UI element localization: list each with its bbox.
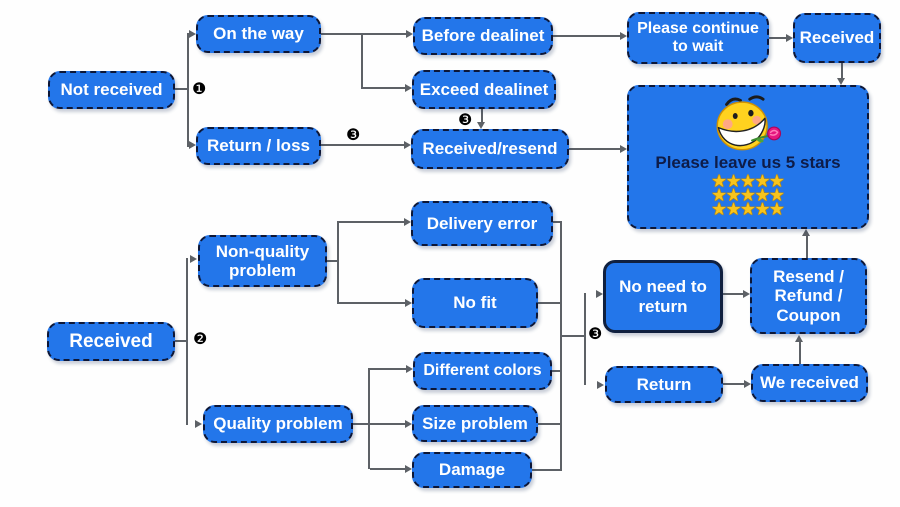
arrow-down-received-resend-icon [477, 122, 485, 129]
arrow-to-size-problem-icon [405, 420, 412, 428]
node-on-the-way: On the way [196, 15, 321, 53]
smiley-with-rose-icon [716, 95, 782, 151]
node-received-top: Received [793, 13, 881, 63]
connector-collector [560, 221, 562, 471]
connector-to-damage [370, 468, 405, 470]
connector-noneed-resend [723, 293, 743, 295]
arrow-to-resend-icon [743, 290, 750, 298]
connector-to-different-colors [370, 368, 406, 370]
node-damage: Damage [412, 452, 532, 488]
node-return-loss: Return / loss [196, 127, 321, 165]
arrow-right-stars-icon [620, 145, 627, 153]
connector-no-fit-out [538, 302, 562, 304]
connector-receivedresend-stars [569, 148, 620, 150]
node-different-colors: Different colors [413, 352, 552, 390]
connector-to-size-problem [370, 423, 405, 425]
arrow-to-exceed-dealinet-icon [405, 84, 412, 92]
connector-size-problem-out [538, 423, 562, 425]
connector-delivery-error-out [553, 221, 562, 223]
connector-nonquality-fork [337, 221, 339, 304]
connector-different-colors-out [552, 370, 562, 372]
arrow-to-no-fit-icon [405, 299, 412, 307]
node-not-received: Not received [48, 71, 175, 109]
connector-nonquality-stub [327, 260, 339, 262]
connector-resend-stars [806, 236, 808, 258]
arrow-to-return-icon [597, 381, 604, 389]
connector-collector-fork [560, 335, 585, 337]
node-no-fit: No fit [412, 278, 538, 328]
arrow-to-please-continue-icon [620, 32, 627, 40]
node-received-left: Received [47, 322, 175, 361]
node-we-received: We received [751, 364, 868, 402]
node-received-resend: Received/resend [411, 129, 569, 169]
connector-wereceived-resend [799, 342, 801, 364]
node-no-need-to-return: No need to return [603, 260, 723, 333]
node-quality-problem: Quality problem [203, 405, 353, 443]
connector-returnloss-receivedresend [321, 144, 404, 146]
star-row-1: ★★★★★ [712, 172, 785, 190]
connector-to-delivery-error [339, 221, 404, 223]
node-size-problem: Size problem [412, 405, 538, 442]
arrow-to-received-resend-icon [404, 141, 411, 149]
connector-quality-fork [368, 368, 370, 469]
step-marker-3b: ❸ [458, 112, 473, 129]
node-please-continue: Please continue to wait [627, 12, 769, 64]
connector-exceed-receivedresend [481, 109, 483, 123]
connector-ontheway-branch [361, 34, 363, 88]
connector-pleasecontinue-received [769, 37, 786, 39]
node-non-quality-problem: Non-quality problem [198, 235, 327, 287]
arrow-to-delivery-error-icon [404, 218, 411, 226]
node-return: Return [605, 366, 723, 403]
arrow-to-return-loss-icon [189, 141, 196, 149]
arrow-to-quality-problem-icon [195, 420, 202, 428]
star-row-3: ★★★★★ [712, 200, 785, 218]
arrow-to-damage-icon [405, 465, 412, 473]
connector-received-left-stub [175, 340, 186, 342]
arrow-to-non-quality-icon [190, 255, 197, 263]
connector-ontheway-exceed [361, 87, 405, 89]
arrow-to-we-received-icon [744, 380, 751, 388]
connector-quality-stub [353, 423, 369, 425]
connector-received-stars [841, 63, 843, 79]
connector-received-left-branch [186, 258, 188, 425]
arrow-up-stars-icon [802, 229, 810, 236]
connector-to-no-fit [339, 302, 405, 304]
connector-before-pleasecontinue [553, 35, 620, 37]
connector-damage-out [532, 469, 562, 471]
stars-caption: Please leave us 5 stars [655, 153, 841, 172]
arrow-down-stars-icon [837, 78, 845, 85]
node-resend-refund-coupon: Resend / Refund / Coupon [750, 258, 867, 334]
star-row-2: ★★★★★ [712, 186, 785, 204]
node-before-dealinet: Before dealinet [413, 17, 553, 55]
connector-not-received-stub [175, 88, 189, 90]
step-marker-3c: ❸ [588, 326, 603, 343]
arrow-up-resend-icon [795, 335, 803, 342]
connector-ontheway-before [321, 33, 406, 35]
step-marker-1: ❶ [192, 81, 207, 98]
connector-return-wereceived [723, 383, 744, 385]
connector-not-received-branch [187, 33, 189, 147]
arrow-to-received-top-icon [786, 34, 793, 42]
node-delivery-error: Delivery error [411, 201, 553, 246]
step-marker-2: ❷ [193, 331, 208, 348]
step-marker-3a: ❸ [346, 127, 361, 144]
arrow-to-different-colors-icon [406, 365, 413, 373]
leave-five-stars-box: Please leave us 5 stars ★★★★★ ★★★★★ ★★★★… [627, 85, 869, 229]
connector-fork2 [584, 293, 586, 385]
arrow-to-on-the-way-icon [189, 30, 196, 38]
arrow-to-no-need-icon [596, 290, 603, 298]
node-exceed-dealinet: Exceed dealinet [412, 70, 556, 109]
arrow-to-before-dealinet-icon [406, 30, 413, 38]
